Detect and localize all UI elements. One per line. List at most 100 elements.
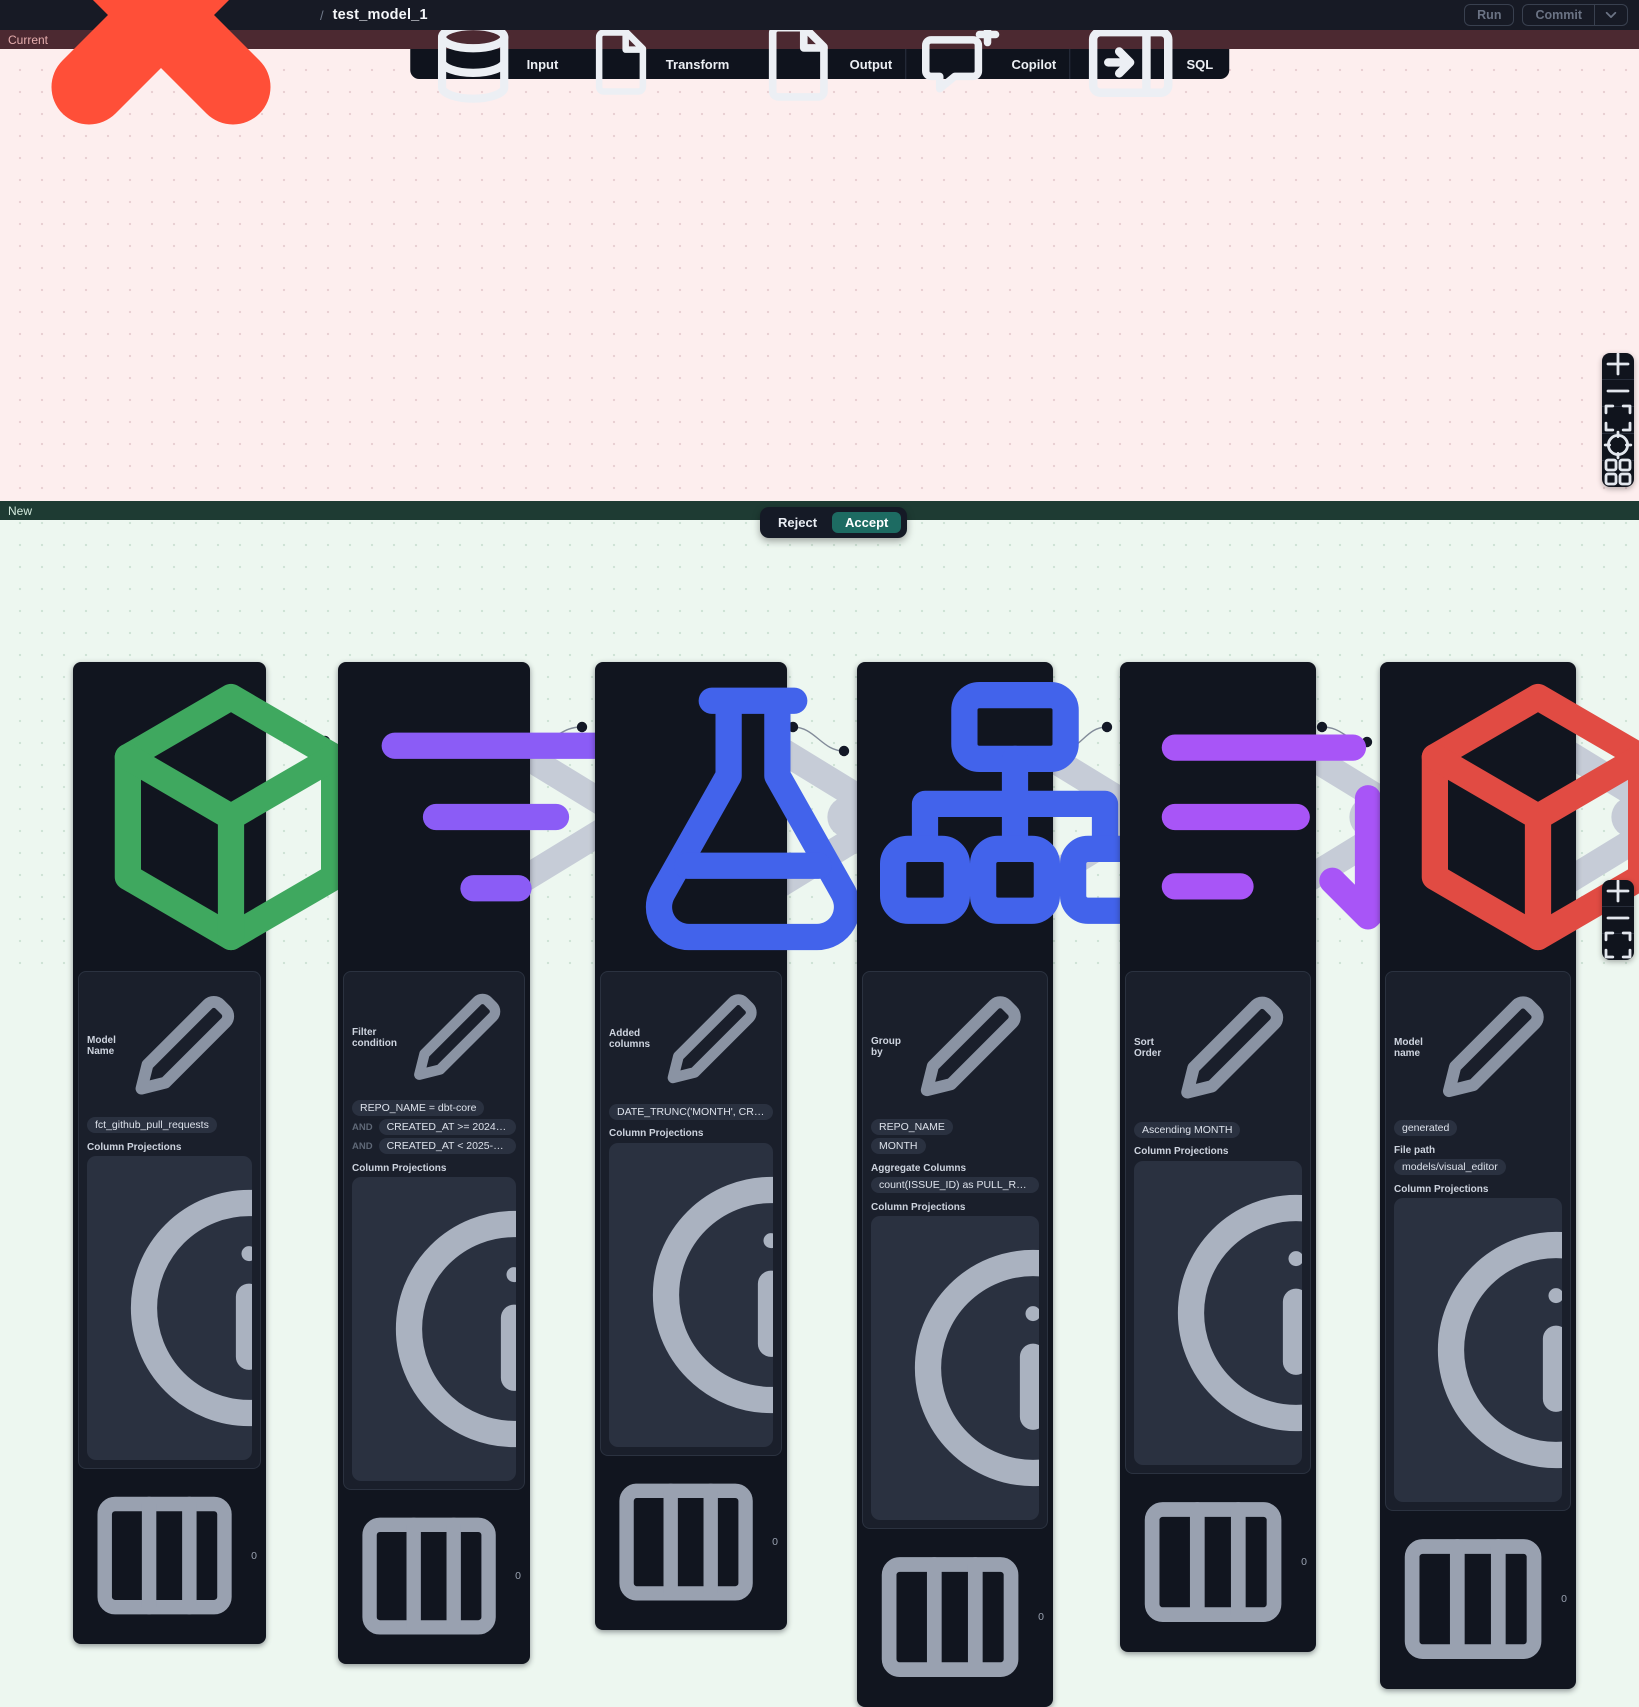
node-card-formula-1[interactable]: Formula 1Added columnsDATE_TRUNC('MONTH'… [595,662,787,1630]
run-button[interactable]: Run [1464,4,1514,26]
info-icon[interactable] [1406,1200,1562,1500]
field-label: Column Projections [1134,1146,1228,1157]
current-pane-zoom-controls [1602,353,1634,487]
chip-text: REPO_NAME [879,1121,945,1133]
field-value-chip[interactable]: Selected 0 columns [87,1156,252,1460]
field-label-row: Group by [871,978,1039,1116]
edit-pencil-icon[interactable] [116,978,252,1114]
toolbar-input-button[interactable]: Input [413,49,572,79]
chevron-down-icon[interactable] [1594,5,1627,25]
node-field-model-name: Model Name fct_github_pull_requests [87,978,252,1133]
breadcrumb-separator: / [320,8,324,23]
info-icon[interactable] [621,1145,773,1445]
column-count: 0 [1038,1611,1044,1623]
toolbar-transform-button[interactable]: Transform [571,49,742,79]
column-count: 0 [515,1570,521,1582]
field-label-row: Column Projections [352,1162,516,1174]
node-footer: 0 [1380,1511,1576,1689]
column-count: 0 [772,1536,778,1548]
chip-text: CREATED_AT < 2025-03-01 [387,1140,508,1152]
node-card-fct-github-pull-requests[interactable]: fct_github_pull_requestsModel Name fct_gi… [73,662,266,1644]
field-value-chip[interactable]: DATE_TRUNC('MONTH', CREATED_AT… [609,1104,773,1120]
field-value-chip[interactable]: Selected 0 columns [1134,1161,1302,1465]
column-count: 0 [251,1550,257,1562]
chip-text: CREATED_AT >= 2024-12-01 [387,1121,508,1133]
field-value-row: Selected 0 columns [87,1156,252,1460]
edit-pencil-icon[interactable] [397,978,516,1097]
field-label: Group by [871,1036,901,1058]
node-field-column-projections: Column ProjectionsSelected 0 columns [87,1141,252,1460]
field-label-row: File path [1394,1144,1562,1156]
edit-pencil-icon[interactable] [901,978,1039,1116]
field-value-chip[interactable]: Selected 0 columns [1394,1198,1562,1502]
field-value-chip[interactable]: MONTH [871,1138,926,1154]
field-label: Column Projections [352,1163,446,1174]
field-value-chip[interactable]: CREATED_AT >= 2024-12-01 [379,1119,516,1135]
field-label-row: Sort Order [1134,978,1302,1119]
field-label-row: Column Projections [1134,1146,1302,1158]
info-icon[interactable] [364,1179,516,1479]
field-value-chip[interactable]: Ascending MONTH [1134,1122,1240,1138]
commit-button[interactable]: Commit [1523,5,1594,25]
info-icon[interactable] [1146,1163,1302,1463]
field-label: File path [1394,1145,1435,1156]
field-value-chip[interactable]: REPO_NAME [871,1119,953,1135]
edit-pencil-icon[interactable] [1423,978,1562,1117]
edit-pencil-icon[interactable] [650,978,773,1101]
node-header: Order 1 [1120,662,1316,971]
copilot-icon [919,20,1005,109]
field-value-chip[interactable]: Selected 0 columns [609,1143,773,1447]
field-value-row: Ascending MONTH [1134,1122,1302,1138]
field-label: Column Projections [609,1128,703,1139]
grid-button[interactable] [1602,460,1634,487]
chip-text: Ascending MONTH [1142,1124,1232,1136]
field-value-row: Selected 0 columns [871,1216,1039,1520]
field-value-row: DATE_TRUNC('MONTH', CREATED_AT… [609,1104,773,1120]
chip-text: generated [1402,1122,1449,1134]
field-value-chip[interactable]: Selected 0 columns [871,1216,1039,1520]
node-field-file-path: File path models/visual_editor [1394,1144,1562,1175]
field-value-row: Selected 0 columns [609,1143,773,1447]
field-value-chip[interactable]: CREATED_AT < 2025-03-01 [379,1138,516,1154]
info-icon[interactable] [99,1158,252,1458]
field-label: Model name [1394,1037,1423,1059]
node-card-aggregate-1[interactable]: Aggregate 1Group byREPO_NAMEMONTHAggrega… [857,662,1053,1707]
toolbar-transform-label: Transform [666,57,730,72]
field-value-chip[interactable]: models/visual_editor [1394,1159,1506,1175]
node-field-group-by: Group by REPO_NAME MONTH [871,978,1039,1154]
columns-count-icon [1389,1515,1557,1683]
reject-button[interactable]: Reject [766,512,829,533]
fit-view-button[interactable] [1602,933,1634,960]
field-value-row: REPO_NAME = dbt-core [352,1100,516,1116]
field-value-chip[interactable]: generated [1394,1120,1457,1136]
toolbar-sql-button[interactable]: SQL [1070,49,1227,79]
field-label-row: Model Name [87,978,252,1114]
columns-count-icon [1129,1478,1297,1646]
accept-button[interactable]: Accept [832,512,901,533]
field-value-chip[interactable]: REPO_NAME = dbt-core [352,1100,484,1116]
field-value-chip[interactable]: fct_github_pull_requests [87,1117,217,1133]
edit-pencil-icon[interactable] [1161,978,1302,1119]
node-field-column-projections: Column ProjectionsSelected 0 columns [1134,1146,1302,1465]
field-label: Column Projections [1394,1184,1488,1195]
field-value-row: REPO_NAME [871,1119,1039,1135]
toolbar-copilot-button[interactable]: Copilot [906,49,1070,79]
toolbar-output-button[interactable]: Output [742,49,905,79]
dbt-logo-icon[interactable] [11,0,311,165]
field-value-chip[interactable]: count(ISSUE_ID) as PULL_REQUEST_… [871,1177,1039,1193]
diff-action-panel: Reject Accept [760,507,907,538]
toolbar-sql-label: SQL [1187,57,1214,72]
field-label: Column Projections [871,1202,965,1213]
toolbar-copilot-label: Copilot [1011,57,1056,72]
node-field-column-projections: Column ProjectionsSelected 0 columns [352,1162,516,1481]
info-icon[interactable] [883,1218,1039,1518]
field-label-row: Column Projections [87,1141,252,1153]
field-value-chip[interactable]: Selected 0 columns [352,1177,516,1481]
